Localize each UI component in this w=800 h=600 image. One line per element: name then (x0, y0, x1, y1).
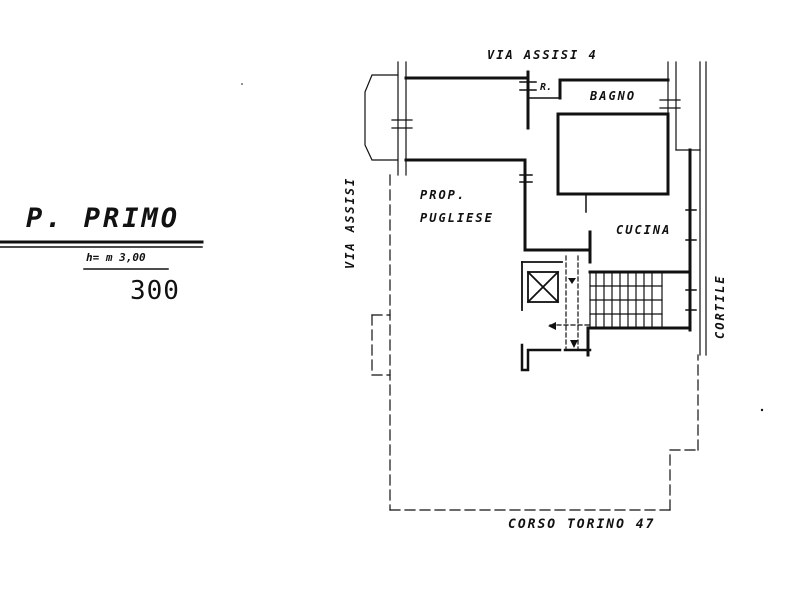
landing (549, 255, 591, 351)
dot-mark (760, 408, 764, 412)
left-bay (364, 61, 413, 176)
street-label-bottom: CORSO TORINO 47 (508, 517, 656, 532)
closet-r (519, 81, 561, 99)
stairwell (589, 271, 691, 329)
owner-label-line1: PROP. (420, 188, 467, 202)
dot-mark-2 (241, 83, 243, 85)
courtyard-label: CORTILE (713, 274, 727, 339)
ceiling-height-note: h= m 3,00 (86, 251, 146, 264)
window-marks (519, 174, 697, 311)
street-label-left: VIA ASSISI (343, 176, 357, 269)
door-arrows (548, 278, 578, 348)
property-boundary (371, 174, 699, 511)
owner-label: PROP. PUGLIESE (420, 184, 494, 230)
scale-note: 300 (130, 276, 180, 306)
street-label-top: VIA ASSISI 4 (487, 48, 598, 62)
entrance-wall (520, 343, 592, 372)
owner-label-line2: PUGLIESE (420, 211, 494, 225)
room-label-cucina: CUCINA (616, 223, 672, 237)
courtyard-wall (659, 61, 707, 356)
closet-label: R. (540, 82, 553, 93)
elevator-shaft (521, 261, 563, 311)
floor-title: P. PRIMO (26, 203, 181, 234)
room-label-bagno: BAGNO (590, 89, 637, 103)
